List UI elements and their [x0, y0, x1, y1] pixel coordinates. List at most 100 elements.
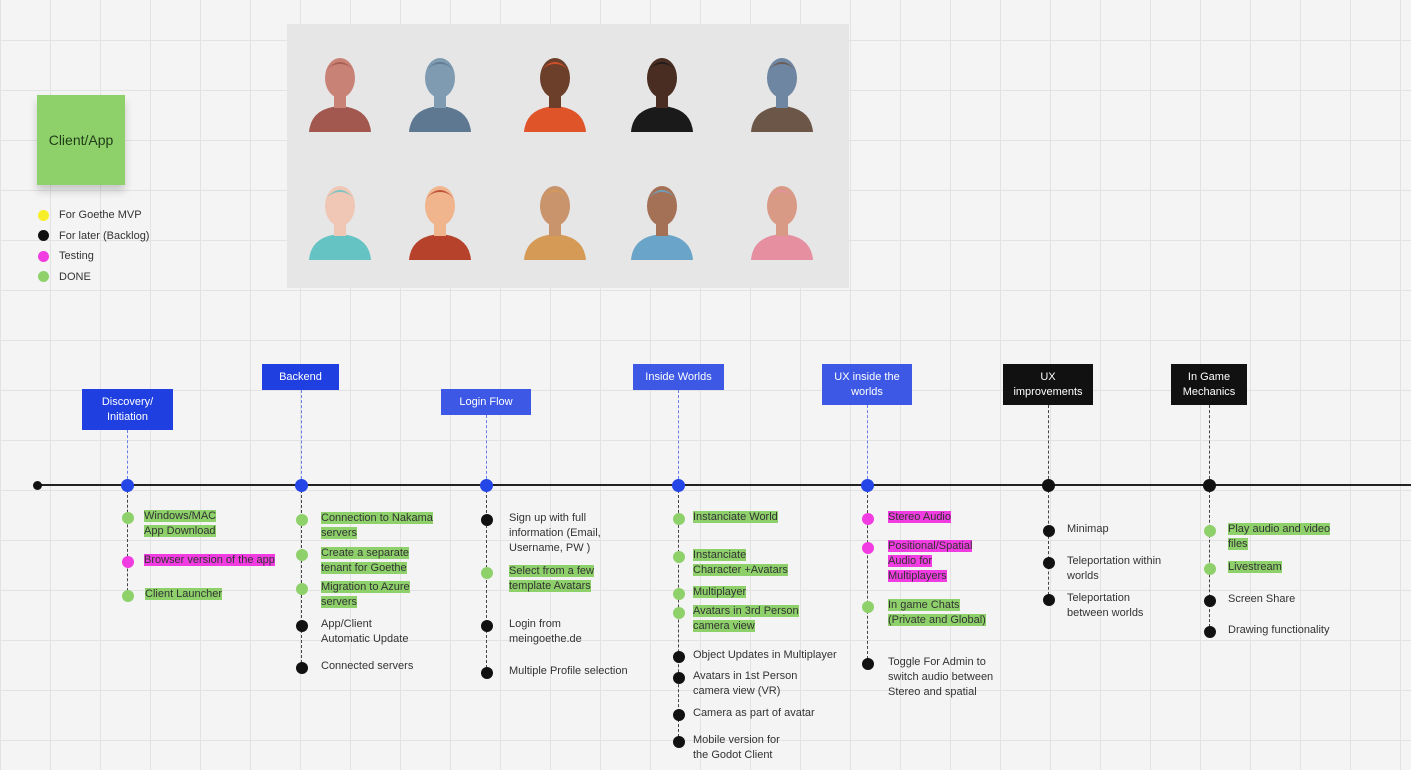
- curlers-granny-avatar[interactable]: [747, 178, 817, 260]
- timeline-axis: [37, 484, 1411, 486]
- cap-kid-avatar[interactable]: [405, 178, 475, 260]
- stage-connector: [1048, 405, 1049, 484]
- roadmap-item[interactable]: Minimap: [1067, 522, 1109, 537]
- legend-swatch-icon: [38, 271, 49, 283]
- roadmap-item[interactable]: Windows/MAC App Download: [144, 509, 217, 539]
- stage-milestone-node: [672, 479, 685, 492]
- roadmap-item[interactable]: Browser version of the app: [144, 553, 275, 568]
- surgeon-avatar[interactable]: [627, 178, 697, 260]
- stage-item-connector: [1048, 490, 1049, 600]
- status-dot-icon: [122, 590, 134, 602]
- stage-box[interactable]: Backend: [262, 364, 339, 390]
- stage-box[interactable]: Login Flow: [441, 389, 531, 415]
- status-dot-icon: [122, 556, 134, 568]
- stage-item-connector: [1209, 490, 1210, 632]
- status-dot-icon: [862, 658, 874, 670]
- client-app-sticky-note[interactable]: Client/App: [37, 95, 125, 185]
- goblin-avatar[interactable]: [747, 50, 817, 132]
- status-dot-icon: [481, 620, 493, 632]
- status-dot-icon: [481, 514, 493, 526]
- roadmap-item[interactable]: Screen Share: [1228, 592, 1295, 607]
- status-dot-icon: [481, 567, 493, 579]
- roadmap-item[interactable]: Drawing functionality: [1228, 623, 1330, 638]
- roadmap-item[interactable]: Stereo Audio: [888, 510, 951, 525]
- sticky-note-label: Client/App: [48, 132, 114, 148]
- roadmap-item-label: Livestream: [1228, 561, 1282, 573]
- status-dot-icon: [296, 583, 308, 595]
- status-dot-icon: [1204, 525, 1216, 537]
- legend-item: DONE: [38, 267, 149, 288]
- legend-swatch-icon: [38, 209, 49, 221]
- status-dot-icon: [122, 512, 134, 524]
- roadmap-item[interactable]: Multiple Profile selection: [509, 664, 628, 679]
- avatar-gallery[interactable]: [287, 24, 849, 288]
- legend-label: For Goethe MVP: [59, 209, 142, 222]
- stage-connector: [127, 430, 128, 484]
- copper-robot-avatar[interactable]: [305, 50, 375, 132]
- steel-robot-avatar[interactable]: [405, 50, 475, 132]
- status-dot-icon: [1043, 594, 1055, 606]
- roadmap-item[interactable]: Multiplayer: [693, 585, 747, 600]
- stage-item-connector: [867, 490, 868, 664]
- legend-label: DONE: [59, 270, 91, 283]
- status-dot-icon: [862, 513, 874, 525]
- status-dot-icon: [862, 601, 874, 613]
- stage-milestone-node: [121, 479, 134, 492]
- roadmap-item[interactable]: Instanciate World: [693, 510, 778, 525]
- roadmap-item[interactable]: Livestream: [1228, 560, 1282, 575]
- stage-milestone-node: [295, 479, 308, 492]
- stage-box[interactable]: Inside Worlds: [633, 364, 724, 390]
- roadmap-item-label: Multiple Profile selection: [509, 665, 628, 677]
- roadmap-item[interactable]: Object Updates in Multiplayer: [693, 648, 837, 663]
- stage-item-connector: [127, 490, 128, 596]
- stage-box[interactable]: Discovery/Initiation: [82, 389, 173, 430]
- roadmap-item[interactable]: Client Launcher: [145, 587, 223, 602]
- legend-item: For Goethe MVP: [38, 205, 149, 226]
- teal-hair-girl-avatar[interactable]: [305, 178, 375, 260]
- roadmap-item[interactable]: Connected servers: [321, 659, 413, 674]
- stage-connector: [1209, 405, 1210, 484]
- woman-avatar[interactable]: [520, 178, 590, 260]
- status-dot-icon: [296, 620, 308, 632]
- status-dot-icon: [296, 662, 308, 674]
- status-dot-icon: [296, 549, 308, 561]
- stage-title: Login Flow: [459, 395, 513, 408]
- roadmap-item-label: Browser version of the app: [144, 554, 275, 566]
- headphones-man-avatar[interactable]: [627, 50, 697, 132]
- legend-item: Testing: [38, 246, 149, 267]
- roadmap-item[interactable]: Camera as part of avatar: [693, 706, 815, 721]
- status-dot-icon: [1043, 557, 1055, 569]
- roadmap-item[interactable]: In game Chats(Private and Global): [888, 598, 986, 628]
- roadmap-item-label: Connected servers: [321, 660, 414, 672]
- stage-milestone-node: [1203, 479, 1216, 492]
- bun-hair-girl-avatar[interactable]: [520, 50, 590, 132]
- status-dot-icon: [1204, 595, 1216, 607]
- status-dot-icon: [673, 709, 685, 721]
- status-dot-icon: [673, 651, 685, 663]
